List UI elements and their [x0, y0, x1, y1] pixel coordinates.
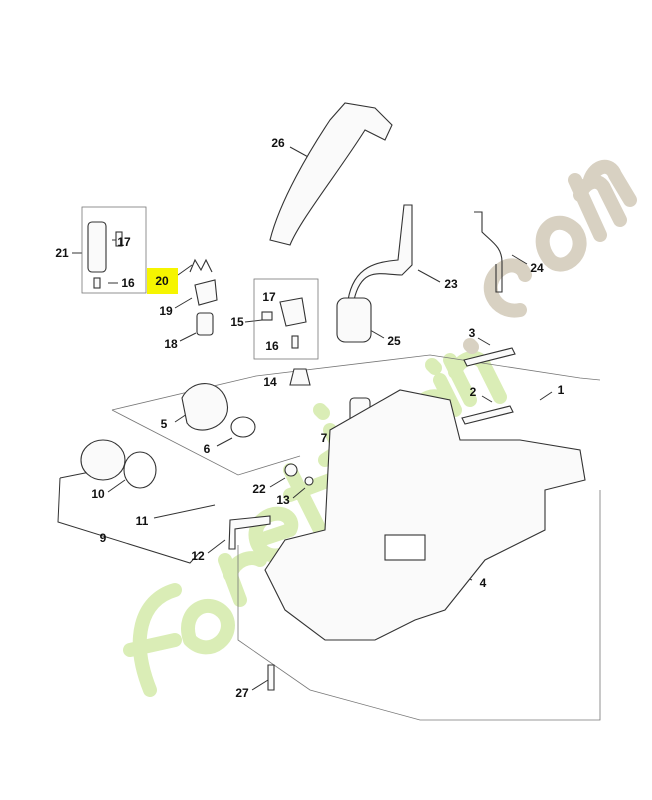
label-13[interactable]: 13: [276, 493, 290, 507]
label-18[interactable]: 18: [164, 337, 178, 351]
label-15[interactable]: 15: [230, 315, 244, 329]
part-10-ring: [123, 451, 157, 489]
part-15: [279, 297, 307, 327]
part-4-label: [384, 534, 426, 561]
part-6: [230, 416, 256, 438]
label-27[interactable]: 27: [235, 686, 249, 700]
part-3: [463, 347, 516, 367]
label-12[interactable]: 12: [191, 549, 205, 563]
part-25: [336, 297, 372, 343]
label-24[interactable]: 24: [530, 261, 544, 275]
part-14: [289, 368, 311, 386]
highlight-part-20: [147, 268, 178, 294]
part-16a: [93, 277, 101, 289]
label-16b[interactable]: 16: [265, 339, 279, 353]
part-17a: [115, 231, 123, 247]
label-21[interactable]: 21: [55, 246, 69, 260]
part-2: [461, 405, 514, 425]
part-13: [304, 476, 314, 486]
label-14[interactable]: 14: [263, 375, 277, 389]
label-16[interactable]: 16: [121, 276, 135, 290]
label-17b[interactable]: 17: [262, 290, 276, 304]
part-22: [284, 463, 298, 477]
label-6[interactable]: 6: [203, 442, 211, 456]
label-3[interactable]: 3: [468, 326, 476, 340]
part-24: [474, 211, 503, 293]
label-5[interactable]: 5: [160, 417, 168, 431]
label-9[interactable]: 9: [99, 531, 107, 545]
part-16b: [291, 335, 299, 349]
part-10: [80, 439, 126, 481]
label-1[interactable]: 1: [557, 383, 565, 397]
label-25[interactable]: 25: [387, 334, 401, 348]
part-21: [87, 221, 107, 273]
part-18: [196, 312, 214, 336]
label-7[interactable]: 7: [320, 431, 328, 445]
label-19[interactable]: 19: [159, 304, 173, 318]
label-23[interactable]: 23: [444, 277, 458, 291]
label-4[interactable]: 4: [479, 576, 487, 590]
part-27: [267, 664, 275, 691]
label-20[interactable]: 20: [155, 274, 169, 288]
label-17[interactable]: 17: [117, 235, 131, 249]
part-handle-26: [269, 102, 393, 246]
part-17b: [261, 311, 273, 321]
part-23: [347, 204, 413, 301]
part-19: [194, 279, 218, 306]
part-1-housing: [264, 389, 586, 641]
parts: [80, 102, 586, 691]
part-12: [228, 515, 271, 550]
part-5: [181, 383, 228, 431]
part-20-spring: [189, 258, 213, 273]
label-22[interactable]: 22: [252, 482, 266, 496]
label-10[interactable]: 10: [91, 487, 105, 501]
label-26[interactable]: 26: [271, 136, 285, 150]
label-11[interactable]: 11: [135, 514, 149, 528]
label-2[interactable]: 2: [469, 385, 477, 399]
